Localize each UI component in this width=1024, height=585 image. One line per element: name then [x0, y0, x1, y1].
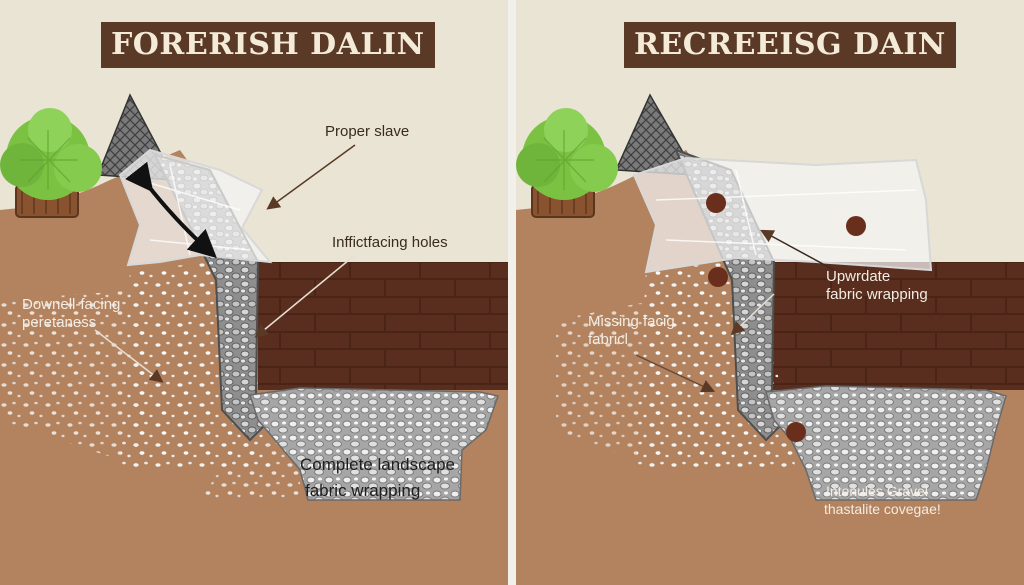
panel-divider: [508, 0, 516, 585]
right-illustration: [516, 93, 1024, 585]
label-upwrdate-line2: fabric wrapping: [826, 286, 928, 303]
label-gravel-line1: Intenules Gravel: [826, 483, 928, 499]
label-downell-facing-line2: peretaness: [22, 314, 97, 331]
right-panel: RECREEISG DAIN Upwrdate fabric wrapping …: [516, 0, 1024, 585]
label-complete-fabric-line2: fabric wrapping: [305, 481, 421, 500]
label-upwrdate-line1: Upwrdate: [826, 268, 891, 285]
right-panel-title: RECREEISG DAIN: [624, 22, 956, 68]
label-proper-slave: Proper slave: [325, 123, 410, 140]
left-panel-title: FORERISH DALIN: [101, 22, 435, 68]
label-infficfacing-holes: Inffictfacing holes: [332, 234, 448, 251]
label-missing-line2: fabricl: [588, 331, 629, 348]
label-complete-fabric-line1: Complete landscape: [300, 455, 455, 474]
label-downell-facing-line1: Downell-facing: [22, 296, 121, 313]
label-gravel-line2: thastalite covegae!: [824, 501, 941, 517]
left-illustration: [0, 93, 508, 585]
left-panel: FORERISH DALIN Proper slave Inffictfacin…: [0, 0, 508, 585]
label-missing-line1: Missing facig: [588, 313, 675, 330]
